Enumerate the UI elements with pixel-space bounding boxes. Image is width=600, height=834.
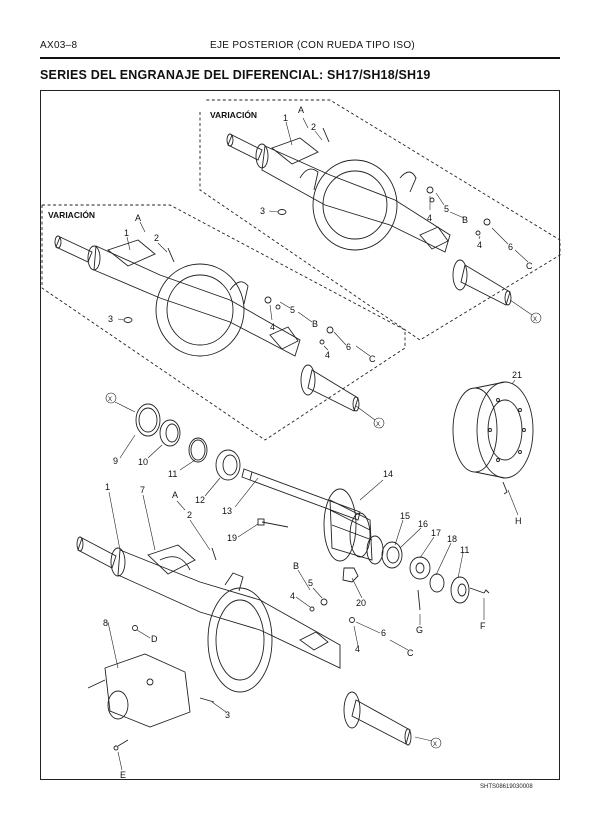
callout-20: 20 [356,598,366,608]
callout-3: 3 [260,206,265,216]
callout-b: B [462,215,468,225]
callout-19: 19 [227,533,237,543]
main-leaders [107,379,519,771]
callout-10: 10 [138,457,148,467]
callout-2: 2 [311,122,316,132]
callout-2: 2 [154,233,159,243]
callout-11: 11 [168,469,177,479]
callout-x: X [108,397,112,403]
callout-a: A [298,105,304,115]
callout-2: 2 [187,510,192,520]
callout-c: C [369,354,376,364]
callout-c: C [526,261,533,271]
callout-c: C [407,648,414,658]
callout-6: 6 [381,628,386,638]
callout-d: D [151,634,158,644]
callout-5: 5 [444,204,449,214]
callout-6: 6 [508,242,513,252]
callout-4: 4 [427,213,432,223]
callout-g: G [416,625,423,635]
figure-code: SHTS08619030008 [480,784,533,790]
callout-e: E [120,770,126,780]
callout-a: A [172,490,178,500]
callout-h: H [515,516,522,526]
callout-x: X [533,317,537,323]
hub-14-assembly [257,488,490,611]
callout-18: 18 [447,534,457,544]
callout-x: X [376,422,380,428]
main-axle-housing [76,536,412,751]
callout-12: 12 [195,495,205,505]
callout-9: 9 [113,456,118,466]
callout-4: 4 [325,350,330,360]
variation-top-box [199,99,561,341]
variation-mid-box [41,204,406,441]
callout-4: 4 [270,322,275,332]
callout-x: X [433,742,437,748]
callout-17: 17 [431,528,441,538]
variation-top-leaders [268,117,542,324]
callout-1: 1 [124,228,129,238]
header-rule [40,57,560,59]
section-code: AX03–8 [40,40,78,51]
callout-3: 3 [108,314,113,324]
callout-7: 7 [140,485,145,495]
callout-4: 4 [355,644,360,654]
wheel-hub-parts [105,392,361,521]
callout-15: 15 [400,511,410,521]
callout-4: 4 [290,591,295,601]
section-title: SERIES DEL ENGRANAJE DEL DIFERENCIAL: SH… [40,68,431,82]
callout-13: 13 [222,506,232,516]
callout-8: 8 [103,618,108,628]
callout-5: 5 [308,578,313,588]
callout-4: 4 [477,240,482,250]
callout-b: B [293,561,299,571]
callout-16: 16 [418,519,428,529]
brake-drum-21 [452,381,534,495]
callout-21: 21 [512,370,522,380]
callout-11: 11 [460,545,469,555]
callout-b: B [312,319,318,329]
callout-5: 5 [290,305,295,315]
variation-mid-leaders [117,221,385,429]
variation-mid-title: VARIACIÓN [48,209,95,220]
variation-mid-axle-housing [54,235,360,412]
callout-3: 3 [225,710,230,720]
callout-a: A [135,213,141,223]
callout-1: 1 [105,482,110,492]
callout-6: 6 [346,342,351,352]
page-header: AX03–8 EJE POSTERIOR (CON RUEDA TIPO ISO… [40,40,560,56]
callout-14: 14 [383,469,393,479]
callout-f: F [480,621,486,631]
variation-top-axle-housing [226,127,512,306]
variation-top-title: VARIACIÓN [210,109,257,120]
callout-1: 1 [283,113,288,123]
chapter-title: EJE POSTERIOR (CON RUEDA TIPO ISO) [210,40,416,51]
diagram-frame [40,90,560,780]
